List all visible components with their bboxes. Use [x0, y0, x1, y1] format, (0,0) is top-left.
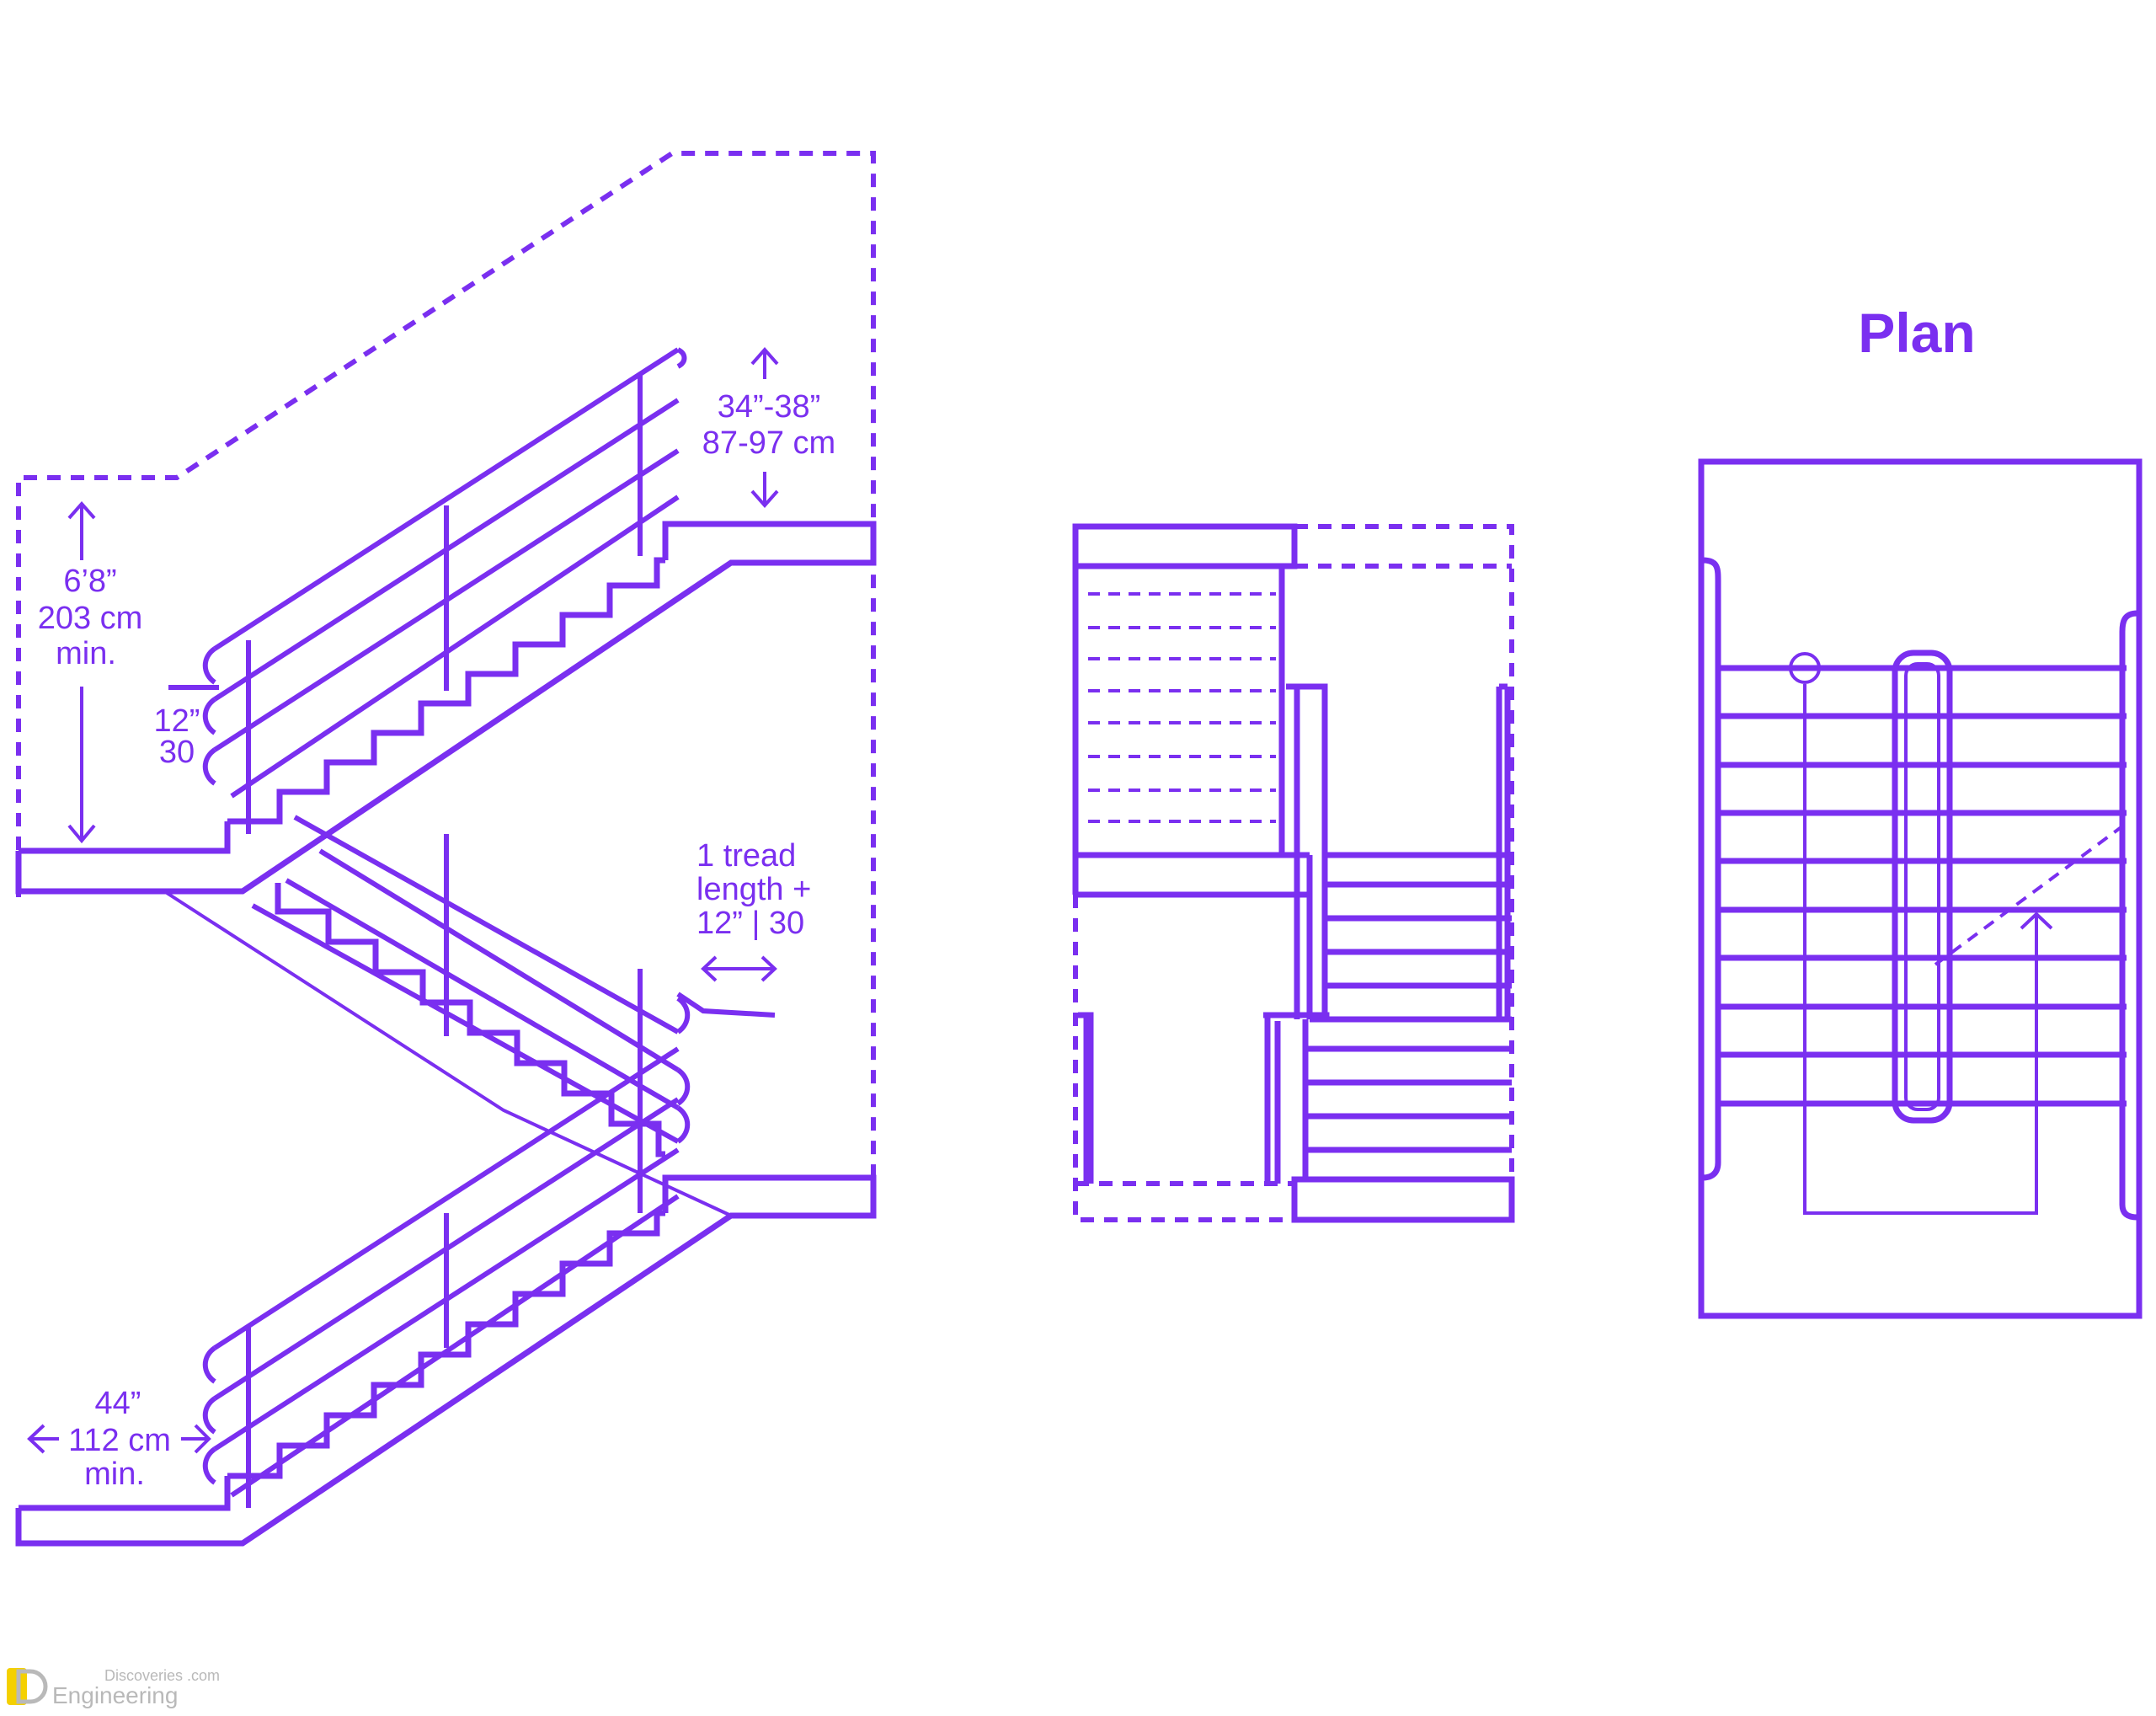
headroom-line3: min.	[56, 636, 116, 671]
ed-logo-icon	[7, 1668, 48, 1705]
headroom-line1: 6’8”	[63, 564, 116, 599]
elevation-top-slab	[1072, 523, 1298, 569]
middle-landing-slab	[15, 521, 877, 895]
tread-line1: 1 tread	[696, 838, 796, 874]
plan-center-rail-inner	[1904, 662, 1940, 1111]
tread-line2: length +	[696, 872, 811, 907]
elevation-lower-flight-treads	[1302, 852, 1512, 1179]
elevation-view	[1072, 523, 1515, 1223]
width-line2: 112 cm	[68, 1423, 171, 1458]
tread-label: 1 tread length + 12” | 30	[696, 838, 811, 941]
middle-flight-handrails	[251, 815, 776, 1196]
middle-flight-steps	[275, 883, 665, 1157]
logo-bottom-text: Engineering	[52, 1682, 178, 1708]
plan-title: Plan	[1858, 302, 1975, 364]
plan-view	[1698, 458, 2143, 1319]
elevation-upper-treads-dashed	[1088, 592, 1276, 823]
logo: Discoveries .com Engineering	[7, 1667, 220, 1708]
upper-flight-handrails	[168, 347, 680, 834]
rail-end-returns-left	[202, 646, 216, 1485]
plan-walk-line-start-circle	[1789, 652, 1821, 684]
width-label: 44” 112 cm min.	[68, 1386, 171, 1492]
elevation-handrails	[1078, 683, 1511, 1184]
tread-extension-dimension-arrow	[701, 955, 777, 982]
plan-cut-line-dashed	[1934, 820, 2131, 966]
width-line3: min.	[84, 1457, 145, 1492]
extension-line1: 12”	[154, 703, 200, 739]
elevation-bottom-slab	[1291, 1176, 1515, 1223]
rail-height-line2: 87-97 cm	[702, 425, 835, 461]
headroom-line2: 203 cm	[38, 601, 143, 636]
logo-top-text: Discoveries	[104, 1667, 183, 1684]
upper-flight-steps	[227, 557, 665, 825]
section-view	[15, 151, 877, 1547]
rail-height-label: 34”-38” 87-97 cm	[702, 389, 835, 461]
plan-walk-line	[1803, 684, 2053, 1215]
width-dimension-arrow	[27, 1424, 211, 1454]
enclosure-dashed-outline	[16, 151, 876, 1217]
extension-label: 12” 30	[154, 703, 200, 770]
lower-flight-underside	[163, 890, 732, 1217]
plan-treads	[1718, 665, 2127, 1107]
tread-line3: 12” | 30	[696, 906, 804, 941]
extension-line2: 30	[159, 735, 195, 770]
headroom-dimension-arrow	[67, 500, 96, 844]
elevation-upper-flight-outline	[1072, 566, 1310, 898]
plan-side-rails	[1702, 557, 2138, 1221]
headroom-label: 6’8” 203 cm min.	[38, 564, 143, 671]
plan-center-rail-outer	[1892, 650, 1953, 1124]
rail-end-returns	[676, 347, 691, 1144]
plan-outline	[1698, 458, 2143, 1319]
rail-height-line1: 34”-38”	[718, 389, 821, 425]
lower-flight-handrails	[213, 1046, 680, 1508]
bottom-floor-slab	[15, 1174, 877, 1547]
rail-height-dimension-arrow	[750, 346, 779, 509]
width-line1: 44”	[95, 1386, 141, 1421]
logo-dotcom-text: .com	[187, 1667, 220, 1684]
